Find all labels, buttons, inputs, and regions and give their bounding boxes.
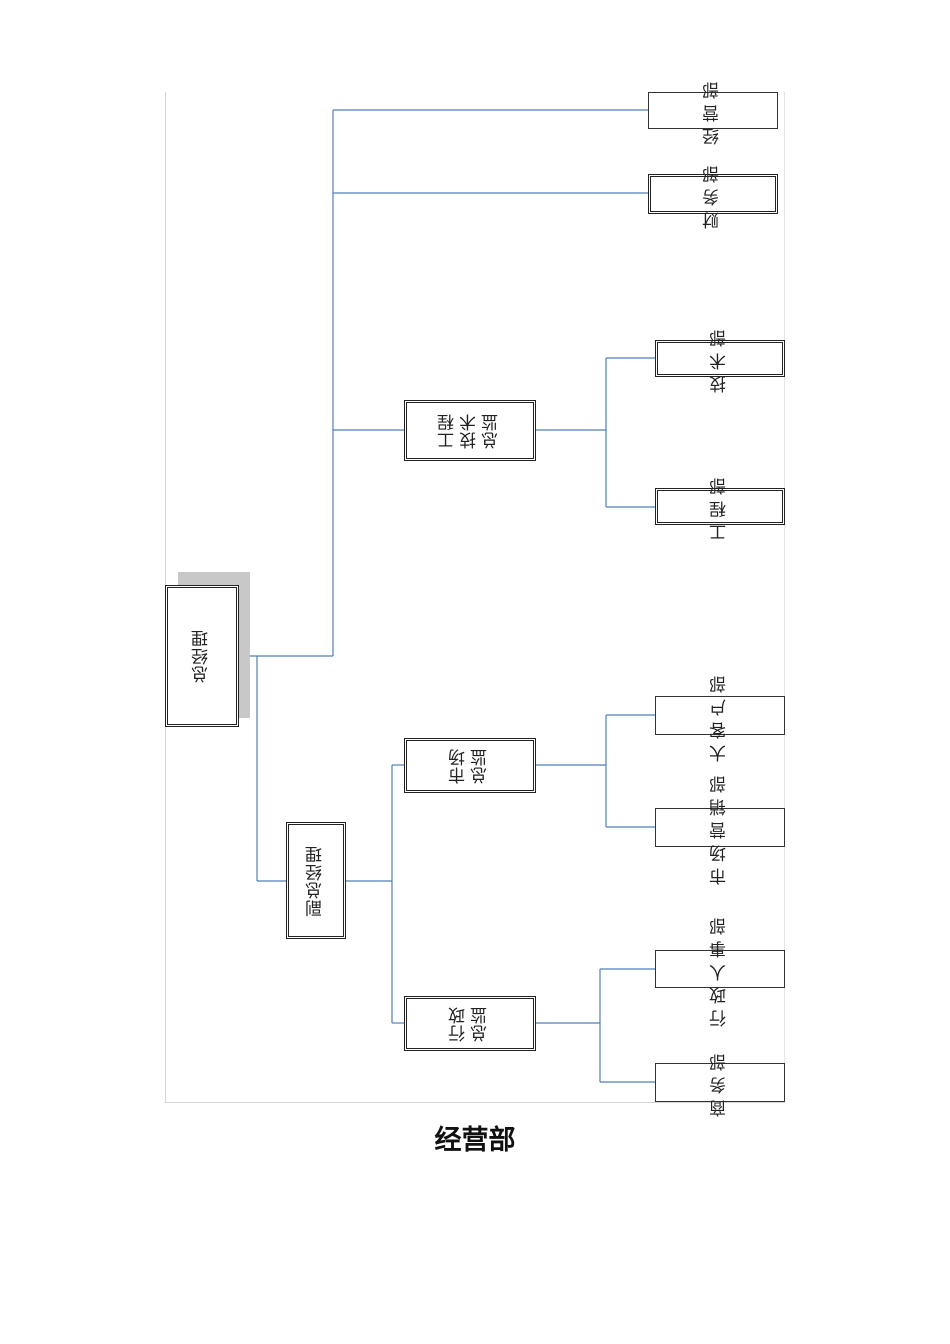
admin-director-node: 行政 总监 (404, 996, 536, 1051)
admin-director-label: 行政 总监 (449, 1005, 491, 1042)
dept-business-label: 商务部 (710, 1048, 730, 1117)
root-node-label: 总经理 (192, 629, 212, 683)
dept-business-node: 商务部 (655, 1048, 785, 1117)
dept-marketing-label: 市场营销部 (710, 770, 730, 885)
vice-gm-label: 副总经理 (306, 844, 326, 917)
dept-finance-label: 财务部 (703, 159, 723, 229)
dept-admin-hr-label: 行政人事部 (710, 911, 730, 1027)
eng-director-label: 工程 技术 总监 (438, 412, 502, 449)
dept-engineering-label: 工程部 (710, 472, 730, 541)
dept-finance-node: 财务部 (648, 160, 778, 229)
dept-key-accounts-label: 大客户部 (710, 669, 730, 762)
market-director-label: 市场 总监 (449, 747, 491, 784)
dept-admin-hr-node: 行政人事部 (655, 912, 785, 1027)
vice-gm-node: 副总经理 (286, 822, 346, 939)
root-node: 总经理 (165, 585, 239, 727)
eng-director-node: 工程 技术 总监 (404, 400, 536, 461)
dept-engineering-node: 工程部 (655, 472, 785, 541)
market-director-node: 市场 总监 (404, 738, 536, 793)
dept-tech-node: 技术部 (655, 324, 785, 393)
dept-tech-label: 技术部 (710, 324, 730, 393)
dept-marketing-node: 市场营销部 (655, 770, 785, 885)
dept-key-accounts-node: 大客户部 (655, 670, 785, 762)
page-caption: 经营部 (434, 1125, 516, 1156)
dept-operations-label: 经营部 (703, 76, 723, 145)
dept-operations-node: 经营部 (648, 76, 778, 145)
